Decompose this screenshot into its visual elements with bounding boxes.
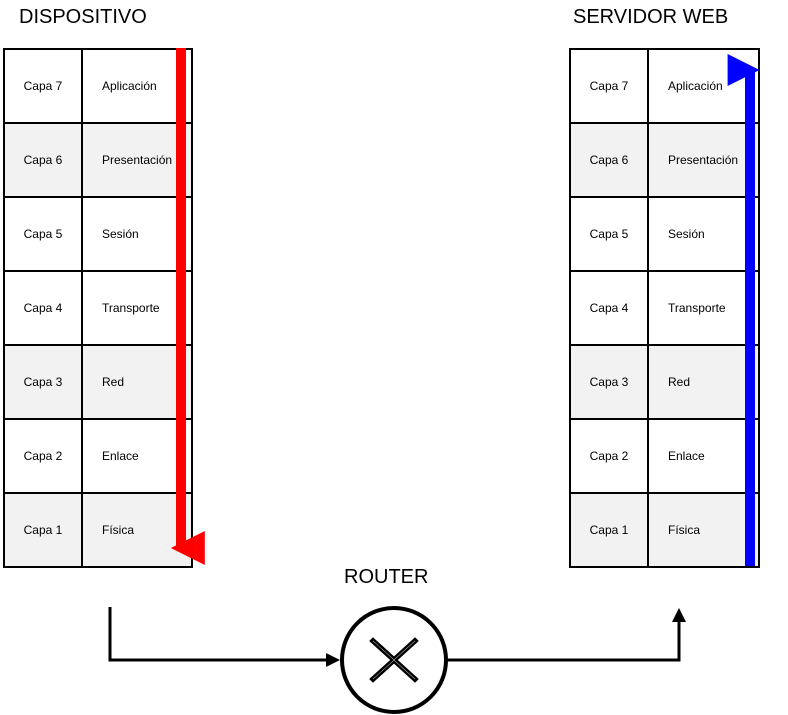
layer-name: Enlace (102, 449, 139, 463)
server-title: SERVIDOR WEB (573, 6, 729, 28)
layer-number: Capa 4 (5, 272, 83, 344)
layer-name: Física (102, 523, 135, 537)
layer-number: Capa 2 (571, 420, 649, 492)
device-layer-row: Capa 1 Física (5, 494, 191, 566)
server-layer-row: Capa 5 Sesión (571, 198, 758, 272)
layer-number: Capa 7 (571, 50, 649, 122)
server-layer-row: Capa 2 Enlace (571, 420, 758, 494)
layer-number: Capa 3 (5, 346, 83, 418)
server-layer-row: Capa 6 Presentación (571, 124, 758, 198)
router-to-server-connector (446, 618, 681, 662)
layer-number: Capa 6 (571, 124, 649, 196)
layer-number: Capa 2 (5, 420, 83, 492)
server-inbound-arrowhead (672, 608, 686, 622)
layer-number: Capa 5 (5, 198, 83, 270)
layer-name: Aplicación (102, 79, 157, 93)
layer-number: Capa 6 (5, 124, 83, 196)
device-layer-row: Capa 3 Red (5, 346, 191, 420)
device-to-router-connector (108, 607, 330, 662)
device-title: DISPOSITIVO (19, 6, 147, 28)
router-x-icon (340, 606, 448, 714)
layer-number: Capa 1 (5, 494, 83, 566)
layer-name: Sesión (668, 227, 705, 241)
device-layer-row: Capa 4 Transporte (5, 272, 191, 346)
layer-name: Red (102, 375, 125, 389)
layer-name: Presentación (102, 153, 173, 167)
layer-name: Transporte (102, 301, 160, 315)
device-layer-row: Capa 5 Sesión (5, 198, 191, 272)
layer-name: Física (668, 523, 701, 537)
device-layer-row: Capa 2 Enlace (5, 420, 191, 494)
layer-number: Capa 4 (571, 272, 649, 344)
device-layer-row: Capa 6 Presentación (5, 124, 191, 198)
router-title: ROUTER (344, 566, 429, 588)
router-inbound-arrowhead (326, 653, 340, 667)
device-layer-row: Capa 7 Aplicación (5, 50, 191, 124)
layer-name: Presentación (668, 153, 739, 167)
layer-number: Capa 5 (571, 198, 649, 270)
server-layer-row: Capa 7 Aplicación (571, 50, 758, 124)
layer-number: Capa 7 (5, 50, 83, 122)
layer-number: Capa 3 (571, 346, 649, 418)
server-layer-row: Capa 4 Transporte (571, 272, 758, 346)
layer-name: Aplicación (668, 79, 723, 93)
server-layer-row: Capa 3 Red (571, 346, 758, 420)
layer-name: Red (668, 375, 691, 389)
layer-name: Enlace (668, 449, 705, 463)
layer-name: Transporte (668, 301, 726, 315)
layer-name: Sesión (102, 227, 139, 241)
layer-number: Capa 1 (571, 494, 649, 566)
server-layer-row: Capa 1 Física (571, 494, 758, 566)
